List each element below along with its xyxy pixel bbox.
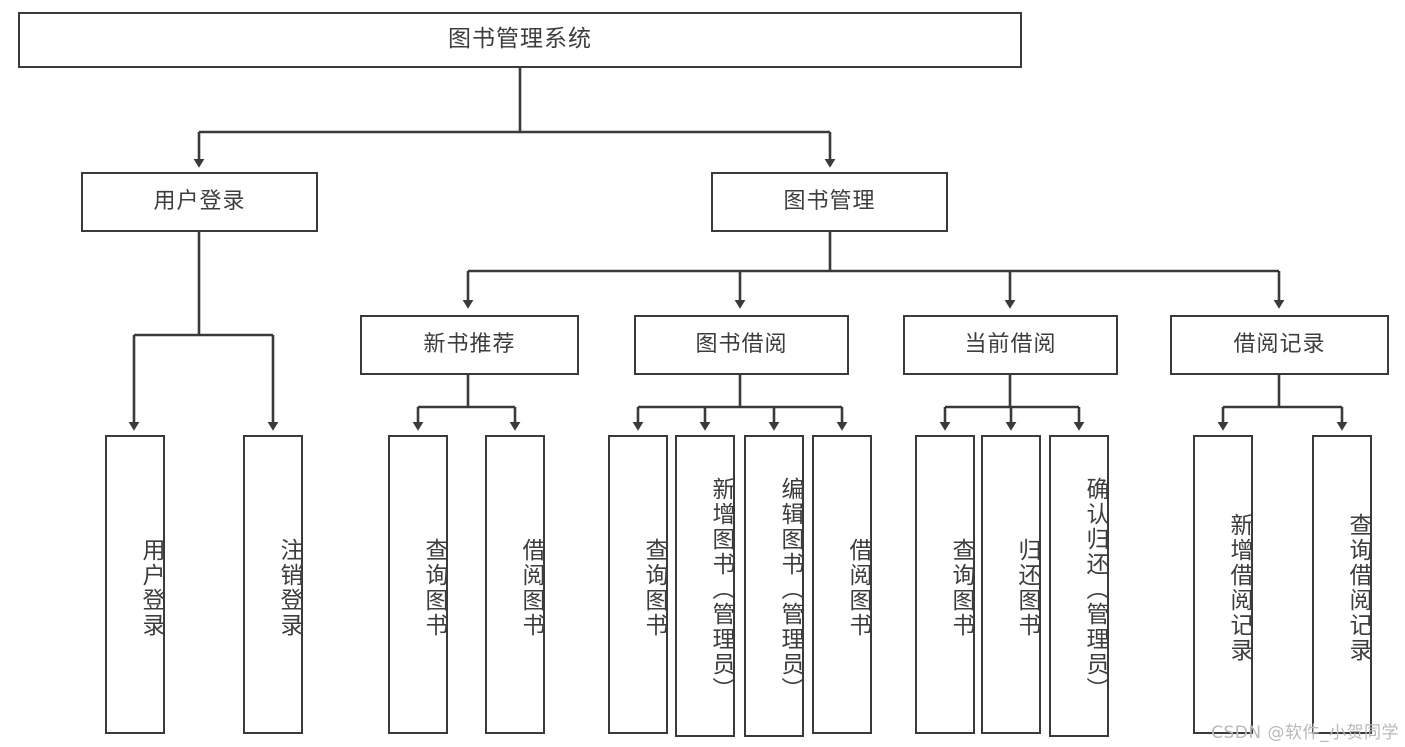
leaf-edit-book-label: 编辑图书（管理员） — [777, 476, 803, 702]
node-book-manage[interactable]: 图书管理 — [711, 172, 948, 232]
leaf-borrow-book-2-label: 借阅图书 — [845, 537, 871, 638]
leaf-query-record[interactable]: 查询借阅记录 — [1312, 435, 1372, 734]
node-book-borrow[interactable]: 图书借阅 — [634, 315, 849, 375]
leaf-borrow-book-1-label: 借阅图书 — [518, 537, 544, 638]
node-borrow-record-label: 借阅记录 — [1233, 331, 1326, 357]
leaf-edit-book[interactable]: 编辑图书（管理员） — [744, 435, 804, 737]
leaf-confirm-return-label: 确认归还（管理员） — [1082, 476, 1108, 702]
node-user-login-label: 用户登录 — [153, 188, 246, 214]
leaf-user-login-label: 用户登录 — [138, 537, 164, 638]
leaf-add-book-label: 新增图书（管理员） — [708, 476, 734, 702]
leaf-query-book-3[interactable]: 查询图书 — [915, 435, 975, 734]
leaf-query-book-3-label: 查询图书 — [948, 537, 974, 638]
node-current-borrow[interactable]: 当前借阅 — [903, 315, 1118, 375]
node-book-borrow-label: 图书借阅 — [695, 331, 788, 357]
node-user-login[interactable]: 用户登录 — [81, 172, 318, 232]
leaf-query-record-label: 查询借阅记录 — [1345, 512, 1371, 663]
leaf-query-book-1[interactable]: 查询图书 — [388, 435, 448, 734]
leaf-add-record[interactable]: 新增借阅记录 — [1193, 435, 1253, 734]
leaf-borrow-book-2[interactable]: 借阅图书 — [812, 435, 872, 734]
node-new-book-rec[interactable]: 新书推荐 — [360, 315, 579, 375]
leaf-user-logout-label: 注销登录 — [276, 537, 302, 638]
leaf-return-book[interactable]: 归还图书 — [981, 435, 1041, 734]
leaf-return-book-label: 归还图书 — [1014, 537, 1040, 638]
leaf-query-book-1-label: 查询图书 — [421, 537, 447, 638]
node-root-label: 图书管理系统 — [448, 26, 592, 53]
leaf-query-book-2[interactable]: 查询图书 — [608, 435, 668, 734]
leaf-add-record-label: 新增借阅记录 — [1226, 512, 1252, 663]
leaf-add-book[interactable]: 新增图书（管理员） — [675, 435, 735, 737]
node-borrow-record[interactable]: 借阅记录 — [1170, 315, 1389, 375]
node-book-manage-label: 图书管理 — [783, 188, 876, 214]
leaf-user-login[interactable]: 用户登录 — [105, 435, 165, 734]
leaf-confirm-return[interactable]: 确认归还（管理员） — [1049, 435, 1109, 737]
leaf-borrow-book-1[interactable]: 借阅图书 — [485, 435, 545, 734]
leaf-user-logout[interactable]: 注销登录 — [243, 435, 303, 734]
node-new-book-rec-label: 新书推荐 — [423, 331, 516, 357]
node-current-borrow-label: 当前借阅 — [964, 331, 1057, 357]
leaf-query-book-2-label: 查询图书 — [641, 537, 667, 638]
node-root[interactable]: 图书管理系统 — [18, 12, 1022, 68]
